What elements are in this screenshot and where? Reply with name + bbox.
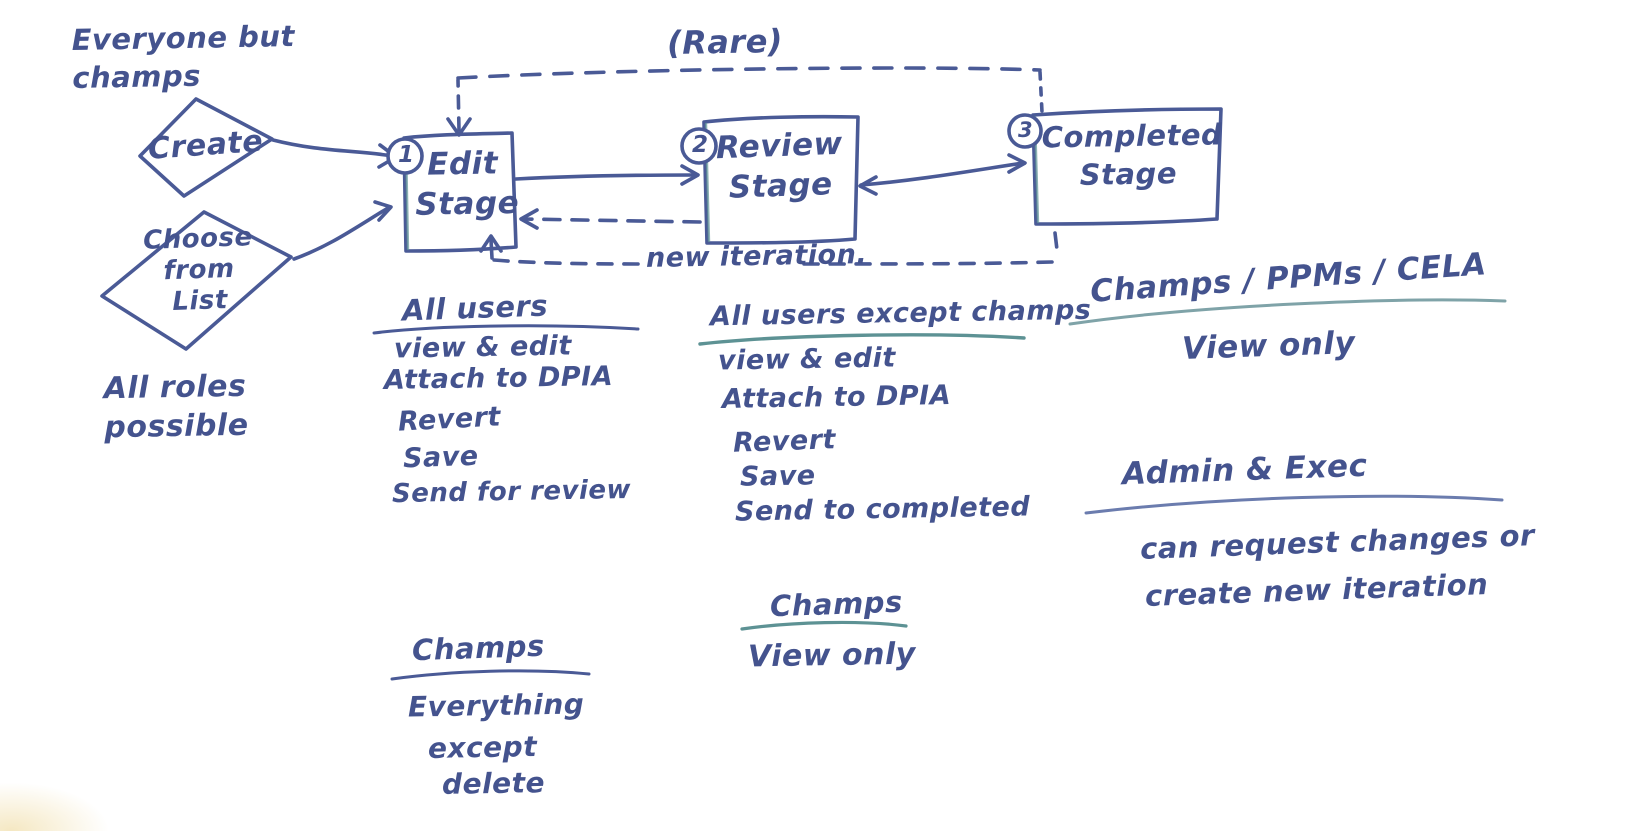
perm-review-group2-title: Champs <box>769 584 904 624</box>
stage-2-number: 2 <box>692 132 709 158</box>
arrow-edit-to-review-head <box>680 164 700 186</box>
perm-edit-item: Save <box>402 440 480 475</box>
perm-completed-group2-title: Admin & Exec <box>1121 447 1368 493</box>
stage-edit-label: Edit Stage <box>415 145 520 224</box>
new-iteration-arrow-shaft <box>489 238 494 260</box>
rare-loop-dashed-vertical-left <box>456 78 461 132</box>
new-iteration-label: new iteration. <box>645 239 868 274</box>
rare-loop-arrow-head <box>446 117 472 137</box>
underline-all-users <box>372 324 640 335</box>
perm-edit-group2-title: Champs <box>411 628 546 668</box>
stage-review-label: Review Stage <box>715 125 844 207</box>
stage-completed-label: Completed Stage <box>1041 117 1223 192</box>
perm-review-group2-item: View only <box>747 636 917 675</box>
underline-champs-ppms-cela <box>1068 298 1507 326</box>
new-iteration-dashed-left <box>492 258 640 266</box>
rare-label: (Rare) <box>666 21 784 63</box>
perm-review-item: Attach to DPIA <box>721 380 952 415</box>
perm-review-item: Save <box>739 460 816 493</box>
arrow-review-to-edit-head <box>519 208 539 230</box>
paper-smudge <box>0 782 110 831</box>
underline-admin-exec <box>1084 494 1504 515</box>
perm-edit-group2-item: Everything <box>407 687 585 724</box>
arrow-choose-to-edit-head <box>373 200 393 222</box>
perm-edit-group1-title: All users <box>401 288 549 328</box>
underline-champs-edit <box>390 669 591 681</box>
perm-edit-item: Send for review <box>391 474 632 510</box>
choose-diamond-label: Choose from List <box>142 222 254 318</box>
underline-all-users-except-champs <box>698 333 1026 346</box>
perm-review-item: Revert <box>732 424 837 459</box>
stage-2-number-circle <box>680 127 718 165</box>
stage-1-number-circle <box>386 137 424 175</box>
arrow-edit-to-review <box>514 173 697 181</box>
perm-completed-group1-item: View only <box>1181 324 1356 368</box>
create-diamond-label: Create <box>146 123 265 167</box>
perm-review-item: view & edit <box>717 342 897 377</box>
underline-champs-review <box>740 620 908 631</box>
arrow-review-to-edit-dashed <box>522 217 702 224</box>
perm-review-group1-title: All users except champs <box>709 294 1092 333</box>
stage-1-number: 1 <box>398 142 415 168</box>
stage-3-number-circle <box>1007 113 1043 149</box>
new-iteration-arrow-head <box>479 234 503 253</box>
arrow-review-completed-left-head <box>858 175 878 196</box>
perm-edit-group2-item: delete <box>441 766 546 801</box>
arrow-review-completed-right-head <box>1007 153 1027 174</box>
note-all-roles-possible: All roles possible <box>103 368 249 446</box>
perm-edit-item: Revert <box>397 401 502 438</box>
arrow-review-completed-bidirectional <box>859 161 1025 187</box>
perm-review-item: Send to completed <box>734 491 1031 528</box>
rare-loop-dashed-vertical-right <box>1038 70 1044 114</box>
note-everyone-but-champs: Everyone but champs <box>71 19 296 95</box>
new-iteration-dashed-right <box>798 231 1060 266</box>
perm-edit-group2-item: except <box>427 730 538 765</box>
perm-edit-item: Attach to DPIA <box>383 361 614 396</box>
choose-from-list-diamond <box>100 210 293 351</box>
stage-3-number: 3 <box>1018 118 1034 142</box>
edit-stage-box <box>402 131 518 253</box>
rare-loop-dashed-horizontal <box>456 66 1042 80</box>
completed-stage-box <box>1031 107 1223 226</box>
review-stage-box <box>702 114 860 245</box>
arrow-choose-to-edit <box>292 206 390 261</box>
arrow-create-to-edit <box>271 138 395 158</box>
